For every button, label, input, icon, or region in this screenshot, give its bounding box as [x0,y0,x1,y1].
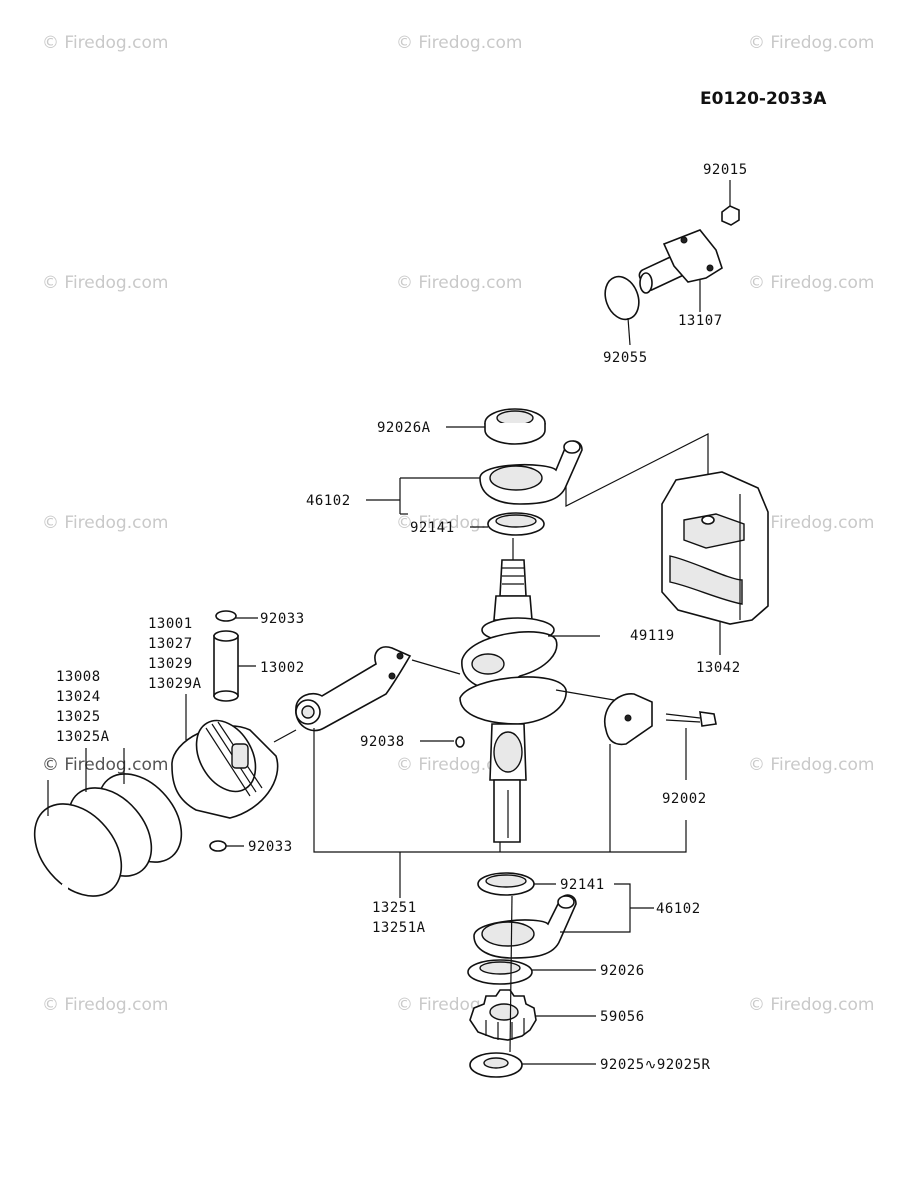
label-49119: 49119 [630,628,675,644]
label-92002: 92002 [662,791,707,807]
label-13001: 13001 [148,616,193,632]
label-46102-top: 46102 [306,493,351,509]
bottom-ring-drawing [477,872,535,896]
label-92141-bottom: 92141 [560,877,605,893]
label-92026: 92026 [600,963,645,979]
top-ring-drawing [487,512,545,536]
top-balancer-drawing [479,440,583,505]
label-13042: 13042 [696,660,741,676]
bottom-balancer-drawing [473,894,577,959]
bolt-drawing [665,711,717,727]
top-seal-drawing [484,408,546,445]
label-13002: 13002 [260,660,305,676]
watermark: © Firedog.com [42,995,168,1015]
label-13025: 13025 [56,709,101,725]
watermark: © Firedog.com [748,513,874,533]
label-13251: 13251 [372,900,417,916]
crankshaft-drawing [459,538,567,843]
governor-shaft-drawing [604,180,740,346]
clip-top-drawing [215,610,237,622]
crankcase-block-drawing [661,471,769,625]
label-59056: 59056 [600,1009,645,1025]
label-13107: 13107 [678,313,723,329]
watermark: © Firedog.com [42,273,168,293]
label-13025A: 13025A [56,729,110,745]
label-13008: 13008 [56,669,101,685]
label-13027: 13027 [148,636,193,652]
watermark: © Firedog.com [748,273,874,293]
label-13024: 13024 [56,689,101,705]
watermark: © Firedog.com [396,273,522,293]
label-92038: 92038 [360,734,405,750]
label-92033-top: 92033 [260,611,305,627]
label-92033-bottom: 92033 [248,839,293,855]
watermark: © Firedog.com [396,33,522,53]
label-92025: 92025∿92025R [600,1057,711,1073]
watermark: © Firedog.com [748,755,874,775]
bottom-seal-drawing [467,959,533,985]
rod-cap-drawing [603,693,653,746]
diagram-code: E0120-2033A [700,89,827,109]
label-92055: 92055 [603,350,648,366]
clip-bottom-drawing [209,840,227,852]
watermark: © Firedog.com [42,755,168,775]
label-13029: 13029 [148,656,193,672]
watermark: © Firedog.com [748,995,874,1015]
piston-rings-drawing [33,773,183,897]
watermark: © Firedog.com [42,513,168,533]
label-13029A: 13029A [148,676,202,692]
watermark: © Firedog.com [42,33,168,53]
gear-drawing [469,989,537,1041]
piston-pin-drawing [213,630,239,702]
watermark: © Firedog.com [748,33,874,53]
connecting-rod-drawing [295,646,412,732]
label-92015: 92015 [703,162,748,178]
label-92141-top: 92141 [410,520,455,536]
label-13251A: 13251A [372,920,426,936]
label-92026A: 92026A [377,420,431,436]
piston-drawing [171,719,279,819]
label-46102-bottom: 46102 [656,901,701,917]
key-92038-drawing [455,736,465,748]
washer-drawing [469,1052,523,1078]
